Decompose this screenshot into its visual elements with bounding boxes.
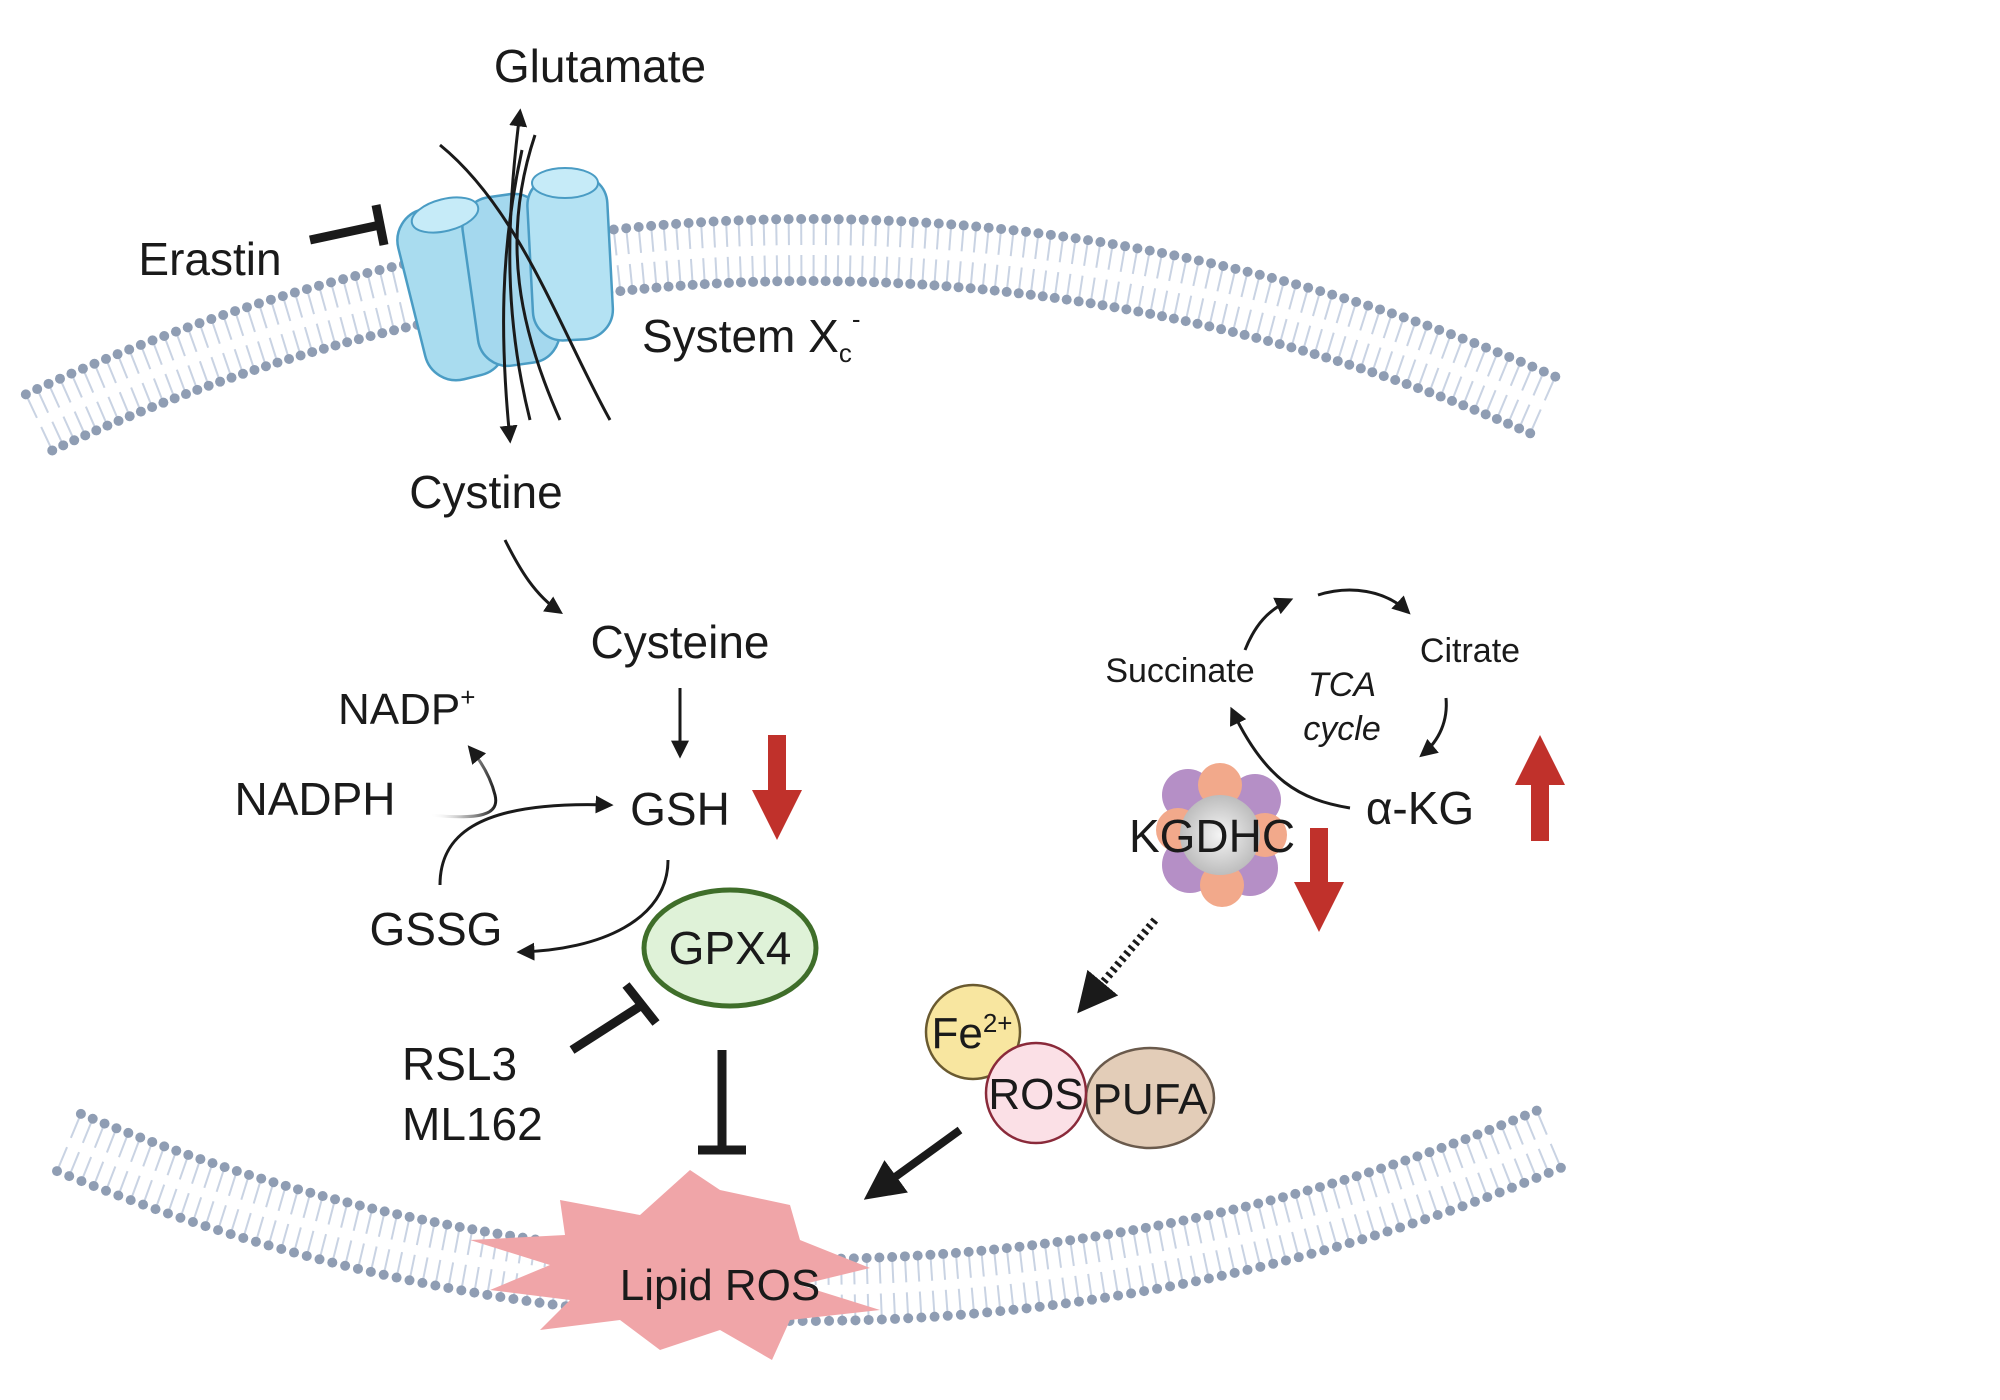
fe-ros-pufa-cluster bbox=[924, 983, 1216, 1150]
tca-cycle bbox=[1230, 588, 1448, 810]
tca-label-line2: cycle bbox=[1303, 710, 1380, 748]
system-xc-transporter bbox=[396, 108, 615, 444]
system-xc-label: System Xc- bbox=[642, 304, 861, 368]
fe-label: Fe2+ bbox=[931, 1008, 1012, 1058]
nadph-label: NADPH bbox=[234, 773, 395, 825]
cystine-label: Cystine bbox=[409, 466, 562, 518]
gsh-label: GSH bbox=[630, 783, 730, 835]
gpx4-enzyme: GPX4 bbox=[641, 887, 819, 1009]
kgdhc-label: KGDHC bbox=[1129, 810, 1295, 862]
lipid-ros-burst: Lipid ROS bbox=[470, 1170, 880, 1360]
ros-label: ROS bbox=[988, 1070, 1083, 1119]
ros-to-lipid-ros-arrow bbox=[863, 1126, 963, 1200]
erastin-label: Erastin bbox=[138, 233, 281, 285]
ml162-label: ML162 bbox=[402, 1098, 543, 1150]
akg-label: α-KG bbox=[1366, 782, 1474, 834]
kgdhc-decrease-arrow bbox=[1294, 828, 1344, 932]
cystine-to-cysteine-arrow bbox=[503, 539, 563, 615]
gsh-to-gssg-arrow bbox=[516, 859, 670, 961]
kgdhc-to-ros-dashed-arrow bbox=[1077, 917, 1159, 1014]
akg-increase-arrow bbox=[1515, 735, 1565, 841]
gpx4-label: GPX4 bbox=[669, 922, 792, 974]
gssg-label: GSSG bbox=[370, 903, 503, 955]
lipid-ros-label: Lipid ROS bbox=[620, 1261, 821, 1310]
tca-label-line1: TCA bbox=[1308, 666, 1376, 704]
nadph-to-nadp-arrow bbox=[429, 745, 498, 819]
succinate-label: Succinate bbox=[1105, 652, 1254, 690]
nadp-label: NADP+ bbox=[338, 682, 475, 734]
rsl3-label: RSL3 bbox=[402, 1038, 517, 1090]
gssg-to-gsh-arrow bbox=[438, 795, 614, 886]
cysteine-label: Cysteine bbox=[591, 616, 770, 668]
kgdhc-complex-icon bbox=[1156, 763, 1287, 907]
rsl3-inhibition bbox=[569, 982, 660, 1054]
gpx4-inhibits-lipid-ros bbox=[698, 1050, 746, 1155]
gsh-decrease-arrow bbox=[752, 735, 802, 840]
citrate-label: Citrate bbox=[1420, 632, 1520, 670]
erastin-inhibition bbox=[309, 204, 389, 246]
glutamate-label: Glutamate bbox=[494, 40, 706, 92]
pufa-label: PUFA bbox=[1093, 1075, 1209, 1124]
